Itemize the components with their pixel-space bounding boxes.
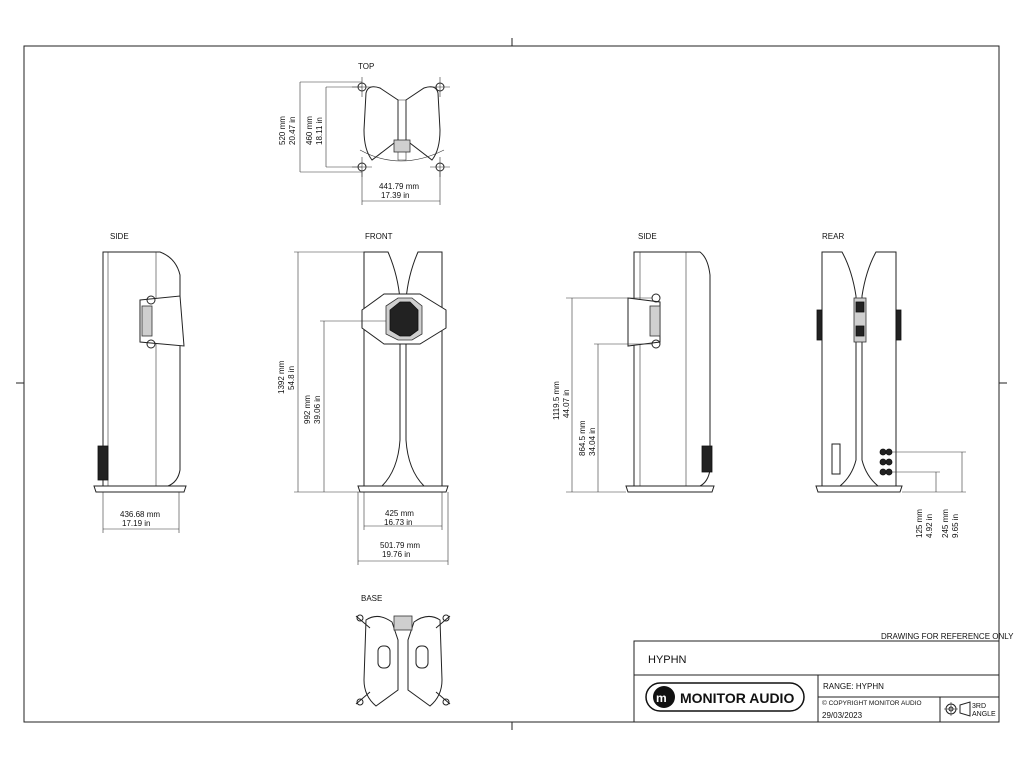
drawing-date: 29/03/2023 bbox=[822, 711, 863, 720]
dim-side-height-lower-in: 34.04 in bbox=[588, 428, 597, 456]
view-label-rear: REAR bbox=[822, 232, 844, 241]
side-view-left: SIDE 436.68 mm 17.19 in bbox=[93, 232, 187, 533]
dim-top-depth-outer-in: 20.47 in bbox=[288, 117, 297, 145]
dim-front-width-outer-mm: 501.79 mm bbox=[380, 541, 420, 550]
dim-top-depth-outer-mm: 520 mm bbox=[278, 116, 287, 145]
view-label-side-left: SIDE bbox=[110, 232, 129, 241]
reference-note: DRAWING FOR REFERENCE ONLY bbox=[881, 632, 1014, 641]
dim-front-height-in: 54.8 in bbox=[287, 366, 296, 390]
dim-front-mid-height-in: 39.06 in bbox=[313, 396, 322, 424]
copyright-text: © COPYRIGHT MONITOR AUDIO bbox=[822, 699, 922, 707]
dim-side-depth-mm: 436.68 mm bbox=[120, 510, 160, 519]
monitor-audio-logo: m MONITOR AUDIO bbox=[645, 682, 805, 712]
dim-front-width-inner-mm: 425 mm bbox=[385, 509, 414, 518]
svg-text:m: m bbox=[656, 691, 667, 705]
front-view: FRONT 1392 mm 54.8 in 992 mm 39.06 in 42… bbox=[277, 232, 449, 565]
dim-rear-terminal-high-mm: 245 mm bbox=[941, 509, 950, 538]
dim-top-depth-inner-mm: 460 mm bbox=[305, 116, 314, 145]
dim-side-height-upper-in: 44.07 in bbox=[562, 390, 571, 418]
side-view-right: SIDE 1119.5 mm 44.07 in 864.5 mm 34.04 i… bbox=[552, 232, 715, 493]
dim-rear-terminal-low-mm: 125 mm bbox=[915, 509, 924, 538]
dim-rear-terminal-low-in: 4.92 in bbox=[925, 514, 934, 538]
dim-front-width-inner-in: 16.73 in bbox=[384, 518, 412, 527]
dim-side-height-upper-mm: 1119.5 mm bbox=[552, 381, 561, 420]
range-label: RANGE: HYPHN bbox=[823, 682, 884, 691]
base-view: BASE bbox=[355, 594, 451, 707]
view-label-front: FRONT bbox=[365, 232, 393, 241]
projection-label-line1: 3RD bbox=[972, 703, 986, 710]
top-view: TOP 520 mm 20.47 in 460 mm 18.11 in 441.… bbox=[278, 62, 450, 205]
rear-view: REAR 125 mm 4.92 in 245 mm 9.65 in bbox=[815, 232, 966, 538]
brand-wordmark: MONITOR AUDIO bbox=[680, 690, 794, 706]
dim-top-depth-inner-in: 18.11 in bbox=[315, 117, 324, 145]
view-label-side-right: SIDE bbox=[638, 232, 657, 241]
third-angle-projection-icon bbox=[944, 701, 971, 717]
view-label-base: BASE bbox=[361, 594, 382, 603]
product-name: HYPHN bbox=[648, 654, 687, 666]
dim-front-height-mm: 1392 mm bbox=[277, 360, 286, 394]
dim-front-mid-height-mm: 992 mm bbox=[303, 395, 312, 424]
dim-top-width-mm: 441.79 mm bbox=[379, 182, 419, 191]
projection-label-line2: ANGLE bbox=[972, 711, 996, 718]
dim-side-depth-in: 17.19 in bbox=[122, 519, 150, 528]
dim-front-width-outer-in: 19.76 in bbox=[382, 550, 410, 559]
dim-rear-terminal-high-in: 9.65 in bbox=[951, 514, 960, 538]
dim-side-height-lower-mm: 864.5 mm bbox=[578, 420, 587, 456]
dim-top-width-in: 17.39 in bbox=[381, 191, 409, 200]
view-label-top: TOP bbox=[358, 62, 374, 71]
title-block: DRAWING FOR REFERENCE ONLY HYPHN m MONIT… bbox=[633, 632, 1014, 723]
